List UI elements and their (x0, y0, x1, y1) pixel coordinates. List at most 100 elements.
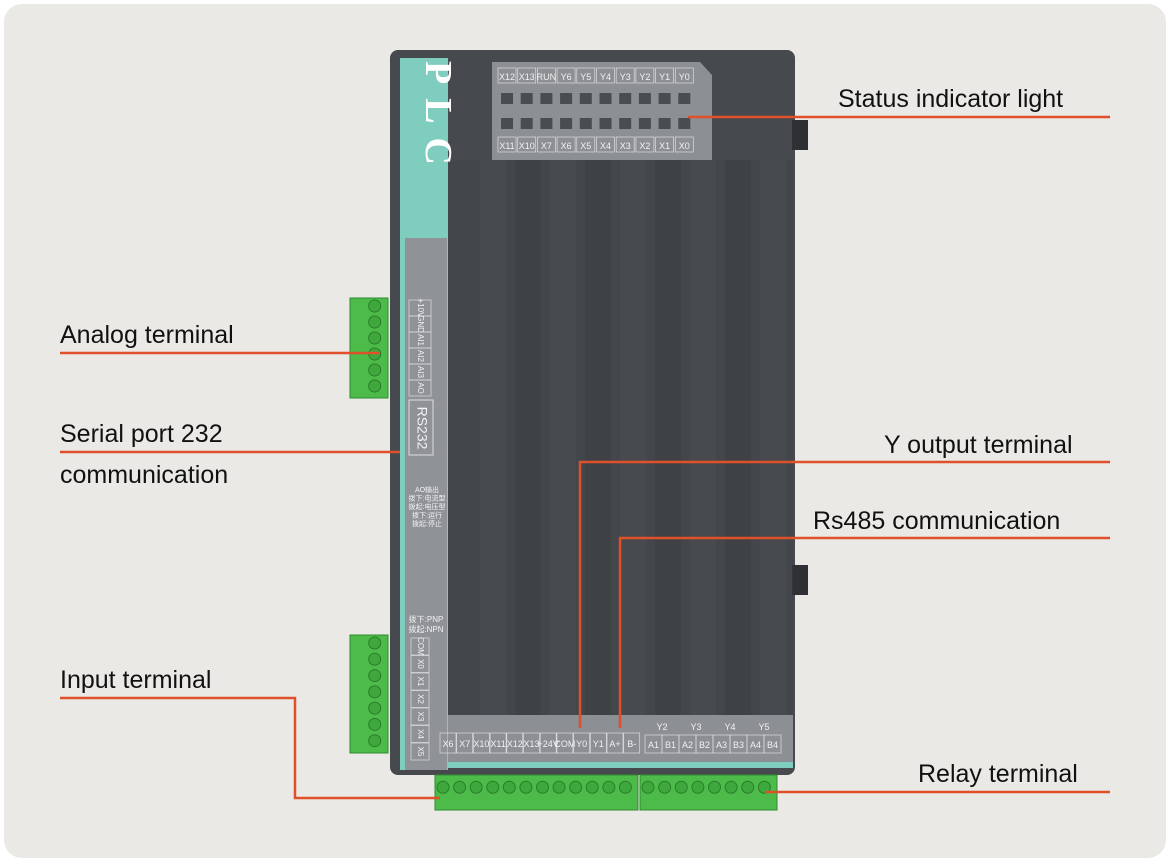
input-label-box (410, 725, 430, 743)
status-led (540, 93, 553, 104)
bottom-terminal-label: X13 (523, 739, 539, 749)
led-label-box (655, 136, 674, 153)
relay-terminal-label: B3 (733, 740, 744, 750)
status-led (678, 118, 691, 129)
input-label-box (410, 707, 430, 726)
terminal-screw (641, 780, 655, 794)
led-label-box (537, 136, 556, 153)
input-label-box (410, 655, 430, 673)
led-label-box (497, 136, 517, 153)
led-label-bottom: X2 (639, 141, 650, 151)
terminal-screw (708, 780, 721, 794)
led-label-box (655, 67, 674, 84)
status-led (520, 93, 533, 104)
led-label-box (517, 67, 537, 84)
terminal-screw (569, 780, 583, 794)
input-side-label: X3 (416, 712, 425, 722)
led-label-box (576, 67, 596, 84)
status-led (540, 118, 553, 129)
led-label-bottom: X1 (659, 141, 670, 151)
led-label-bottom: X7 (541, 141, 552, 151)
bottom-terminal-label: COM (554, 739, 575, 749)
input-side-label: X5 (416, 747, 425, 757)
pnp-npn-label: 拨下:PNP (409, 614, 444, 624)
terminal-screw (368, 299, 382, 313)
terminal-screw (536, 780, 549, 794)
status-led (638, 118, 651, 129)
analog-label: +10V (416, 299, 425, 319)
led-label-box (674, 67, 694, 84)
led-label-bottom: X4 (600, 141, 611, 151)
terminal-screw (453, 780, 467, 794)
body-rib (760, 160, 786, 720)
leader-input (60, 696, 440, 800)
input-side-label: X1 (416, 677, 425, 687)
analog-label: AO (416, 382, 425, 394)
led-label-box (596, 136, 615, 153)
bottom-label-box (473, 732, 490, 754)
body-rib (515, 160, 541, 720)
terminal-screw (757, 780, 771, 794)
bottom-terminal-label: Y0 (576, 739, 587, 749)
bottom-label-box (606, 732, 624, 754)
led-label-box (556, 136, 576, 153)
bottom-label-box (623, 732, 641, 754)
led-label-bottom: X3 (620, 141, 631, 151)
terminal-screw (368, 669, 382, 683)
led-label-top: Y1 (659, 72, 670, 82)
led-label-box (635, 67, 655, 84)
bottom-label-box (456, 732, 474, 754)
relay-terminal-label: B4 (767, 740, 778, 750)
terminal-screw (724, 780, 738, 794)
input-side-label: X0 (416, 659, 425, 669)
body-rib (620, 160, 646, 720)
status-led (560, 118, 573, 129)
led-label-bottom: X11 (499, 141, 514, 151)
led-label-box (635, 136, 655, 153)
led-label-top: Y0 (679, 72, 690, 82)
status-led (678, 93, 691, 104)
status-led (501, 93, 513, 104)
led-label-box (576, 136, 596, 153)
terminal-screw (552, 780, 566, 794)
bottom-accent (448, 762, 793, 768)
body-rib (585, 160, 611, 720)
status-led (658, 93, 671, 104)
leader-rs485 (618, 536, 1110, 728)
switch-setting-label: 拨起:电压型 (409, 502, 446, 511)
label-rs485: Rs485 communication (813, 507, 1061, 535)
relay-group-label: Y3 (690, 722, 701, 732)
led-label-top: Y2 (639, 72, 650, 82)
relay-terminal-label: B2 (699, 740, 710, 750)
terminal-screw (658, 780, 672, 794)
label-serial-port-line1: Serial port 232 (60, 420, 223, 448)
bottom-terminal-label: +24V (538, 739, 559, 749)
terminal-screw (741, 780, 755, 794)
led-label-top: X12 (499, 72, 515, 82)
input-label-box (410, 637, 430, 656)
rs232-label-box (408, 399, 434, 456)
led-label-top: Y5 (580, 72, 591, 82)
status-led (658, 118, 671, 129)
terminal-screw (469, 780, 483, 794)
led-label-box (615, 67, 635, 84)
terminal-screw (486, 780, 500, 794)
bottom-label-box (489, 732, 507, 754)
rs232-label: RS232 (414, 407, 430, 450)
led-label-bottom: X10 (519, 141, 535, 151)
brand-logo-text: PLC (417, 61, 459, 179)
terminal-screw (502, 780, 516, 794)
analog-label-box (408, 379, 432, 397)
terminal-screw (602, 780, 616, 794)
led-label-box (556, 67, 576, 84)
led-label-top: Y6 (561, 72, 572, 82)
analog-label: GND (416, 315, 425, 333)
led-label-box (497, 67, 517, 84)
bottom-terminal-label: X7 (459, 739, 470, 749)
status-led (599, 93, 612, 104)
bottom-terminal-label: X10 (473, 739, 489, 749)
relay-group-label: Y5 (758, 722, 769, 732)
relay-terminal-label: A2 (682, 740, 693, 750)
pnp-npn-label: 拨起:NPN (408, 624, 443, 634)
bottom-terminal-label: X6 (442, 739, 453, 749)
